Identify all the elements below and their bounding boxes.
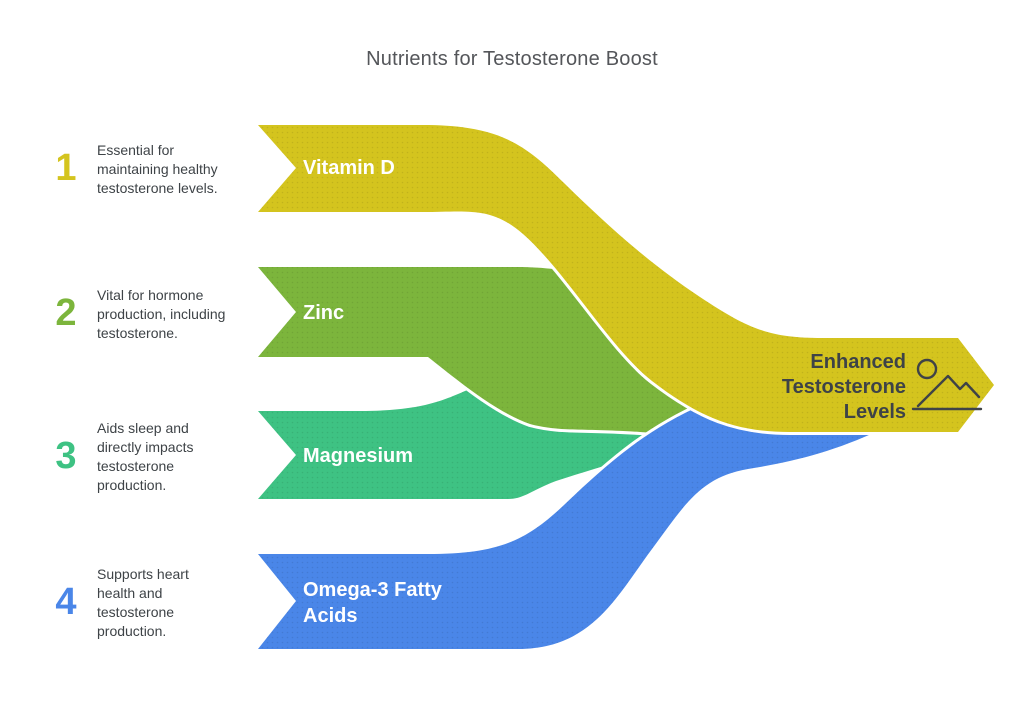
item-number-3: 3 [55,435,77,477]
mountain-icon-peaks [916,374,981,408]
mountain-icon-sun [916,358,938,380]
item-description-vitamin-d: Essential for maintaining healthy testos… [97,142,218,196]
item-number-2: 2 [55,292,77,334]
item-description-magnesium: Aids sleep and directly impacts testoste… [97,420,194,493]
page-title: Nutrients for Testosterone Boost [366,48,658,70]
mountain-icon [911,358,983,411]
band-label-zinc: Zinc [303,302,345,324]
item-description-omega3: Supports heart health and testosterone p… [97,566,189,639]
item-description-zinc: Vital for hormone production, including … [97,287,226,341]
band-label-vitamin-d: Vitamin D [303,157,395,179]
result-label: Enhanced Testosterone Levels [781,351,906,423]
band-label-omega3: Omega-3 Fatty Acids [303,579,442,627]
band-label-magnesium: Magnesium [303,445,414,467]
item-number-4: 4 [55,581,77,623]
item-number-1: 1 [55,147,77,189]
